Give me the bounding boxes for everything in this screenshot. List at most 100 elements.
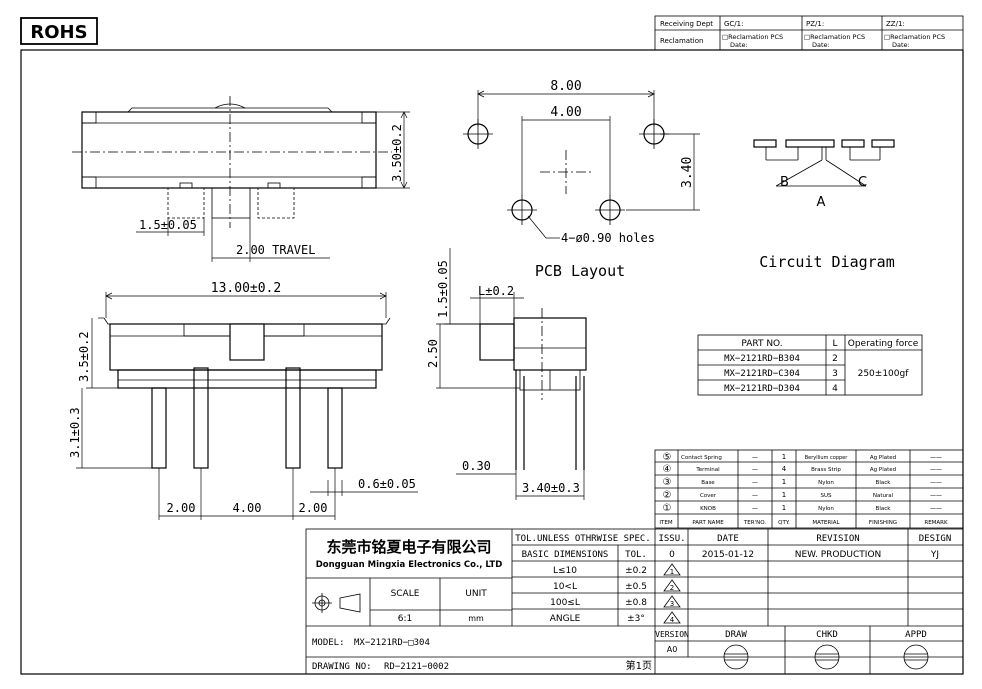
revision-header: REVISION <box>816 534 859 544</box>
dim-400-b: 4.00 <box>233 501 262 515</box>
dim-travel: 2.00 TRAVEL <box>236 243 315 257</box>
issu-header: ISSU. <box>658 534 685 544</box>
tol-value-1: ±0.2 <box>625 566 647 576</box>
dim-200-c: 2.00 <box>299 501 328 515</box>
svg-text:1: 1 <box>670 568 674 576</box>
dim-340b: 3.40±0.3 <box>522 481 580 495</box>
rohs-label: ROHS <box>30 22 87 43</box>
dim-06: 0.6±0.05 <box>358 477 416 491</box>
part-row-2: MX−2121RD−C304 <box>724 369 800 379</box>
bom-item-3: ③ <box>663 477 672 488</box>
dim-250: 2.50 <box>426 339 440 368</box>
l-header: L <box>832 339 837 349</box>
bom-remark-5: —— <box>930 454 942 461</box>
rev-date-0: 2015-01-12 <box>702 550 754 560</box>
dim-l02: L±0.2 <box>478 284 514 298</box>
tol-range-3: 100≤L <box>550 598 580 608</box>
part-number-table: PART NO. L Operating force MX−2121RD−B30… <box>697 334 923 396</box>
bom-material-4: Brass Strip <box>811 467 841 473</box>
bom-finish-3: Black <box>876 480 892 486</box>
dim-1300: 13.00±0.2 <box>211 281 281 296</box>
bom-header-item: ITEM <box>659 520 672 526</box>
bom-remark-1: —— <box>930 505 942 512</box>
appd-seal-stamp <box>903 644 929 670</box>
operating-force: 250±100gf <box>858 369 910 379</box>
svg-text:3: 3 <box>670 600 674 608</box>
pcb-layout: 8.00 4.00 3.40 4−ø0.90 holes PCB Layout <box>463 79 700 280</box>
model-label: MODEL: <box>312 638 345 648</box>
reclamation-label: Reclamation <box>660 37 703 45</box>
force-header: Operating force <box>848 339 919 349</box>
rohs-stamp: ROHS <box>20 17 98 45</box>
bom-name-3: Base <box>701 480 715 486</box>
unit-value: mm <box>468 614 484 623</box>
bom-item-2: ② <box>663 490 672 501</box>
receiving-dept-table: Receiving Dept Reclamation GC/1: PZ/1: Z… <box>654 15 964 51</box>
bom-material-2: SUS <box>820 493 832 499</box>
bom-remark-2: —— <box>930 492 942 499</box>
bom-qty-2: 1 <box>782 491 786 499</box>
bom-name-4: Terminal <box>695 467 720 473</box>
bom-material-5: Beryllium copper <box>805 455 849 461</box>
tol-value-4: ±3° <box>627 614 645 624</box>
dim-030: 0.30 <box>462 459 491 473</box>
bom-name-1: KNOB <box>700 506 716 512</box>
bom-remark-3: —— <box>930 479 942 486</box>
top-view: 3.50±0.2 1.5±0.05 2.00 TRAVEL <box>72 96 410 262</box>
chkd-seal-stamp <box>814 644 840 670</box>
bom-ter-5: — <box>752 454 758 461</box>
circuit-b-label: B <box>780 175 789 190</box>
date-header: DATE <box>717 534 739 544</box>
zz-date: Date: <box>892 41 910 49</box>
bom-remark-4: —— <box>930 466 942 473</box>
tol-header: TOL.UNLESS OTHRWISE SPEC. <box>515 534 650 544</box>
bom-qty-4: 4 <box>782 465 787 473</box>
receiving-dept-label: Receiving Dept <box>660 20 713 28</box>
bom-material-1: Nylon <box>818 506 834 512</box>
scale-label: SCALE <box>391 589 420 599</box>
rev-desc-0: NEW. PRODUCTION <box>795 550 882 560</box>
bom-header-name: PART NAME <box>692 520 724 526</box>
drawing-no-label: DRAWING NO: <box>312 662 372 672</box>
svg-text:2: 2 <box>670 584 674 592</box>
tol-value-2: ±0.5 <box>625 582 647 592</box>
svg-text:4: 4 <box>670 616 675 624</box>
dim-340: 3.40 <box>680 157 695 188</box>
appd-label: APPD <box>905 630 927 640</box>
dim-15v: 1.5±0.05 <box>436 260 450 318</box>
dim-35: 3.5±0.2 <box>77 331 91 382</box>
model-value: MX−2121RD−□304 <box>354 638 430 648</box>
pcb-layout-title: PCB Layout <box>535 262 625 280</box>
page-number: 第1页 <box>626 659 652 672</box>
dim-height-350: 3.50±0.2 <box>390 124 404 182</box>
bom-header-remark: REMARK <box>924 520 948 526</box>
bom-header-finishing: FINISHING <box>869 520 897 526</box>
dim-800: 8.00 <box>550 79 581 94</box>
revision-marker-4-icon: 4 <box>663 611 681 624</box>
circuit-diagram: B C A Circuit Diagram <box>753 139 895 271</box>
bom-finish-1: Black <box>876 506 892 512</box>
dim-31: 3.1±0.3 <box>68 407 82 458</box>
unit-label: UNIT <box>465 589 487 599</box>
bom-ter-4: — <box>752 466 758 473</box>
rev-by-0: YJ <box>930 550 939 560</box>
zz-code: ZZ/1: <box>886 20 905 28</box>
bom-qty-1: 1 <box>782 504 786 512</box>
bom-qty-5: 1 <box>782 453 786 461</box>
drawing-frame <box>20 49 964 675</box>
tol-range-4: ANGLE <box>550 614 581 624</box>
design-header: DESIGN <box>919 534 952 544</box>
gc-option: □Reclamation PCS <box>722 33 783 41</box>
dim-holes: 4−ø0.90 holes <box>561 231 655 245</box>
bom-ter-1: — <box>752 505 758 512</box>
side-view: 1.5±0.05 L±0.2 2.50 0.30 3.40±0.3 <box>426 248 587 500</box>
bom-finish-4: Ag Plated <box>870 467 896 473</box>
projection-symbol-icon <box>312 593 361 613</box>
company-name-en: Dongguan Mingxia Electronics Co., LTD <box>316 560 503 570</box>
dim-150: 1.5±0.05 <box>139 218 197 232</box>
bom-item-5: ⑤ <box>663 452 672 463</box>
bom-header-ter: TER'NO. <box>743 520 766 526</box>
tol-value-3: ±0.8 <box>625 598 647 608</box>
circuit-c-label: C <box>858 175 867 190</box>
